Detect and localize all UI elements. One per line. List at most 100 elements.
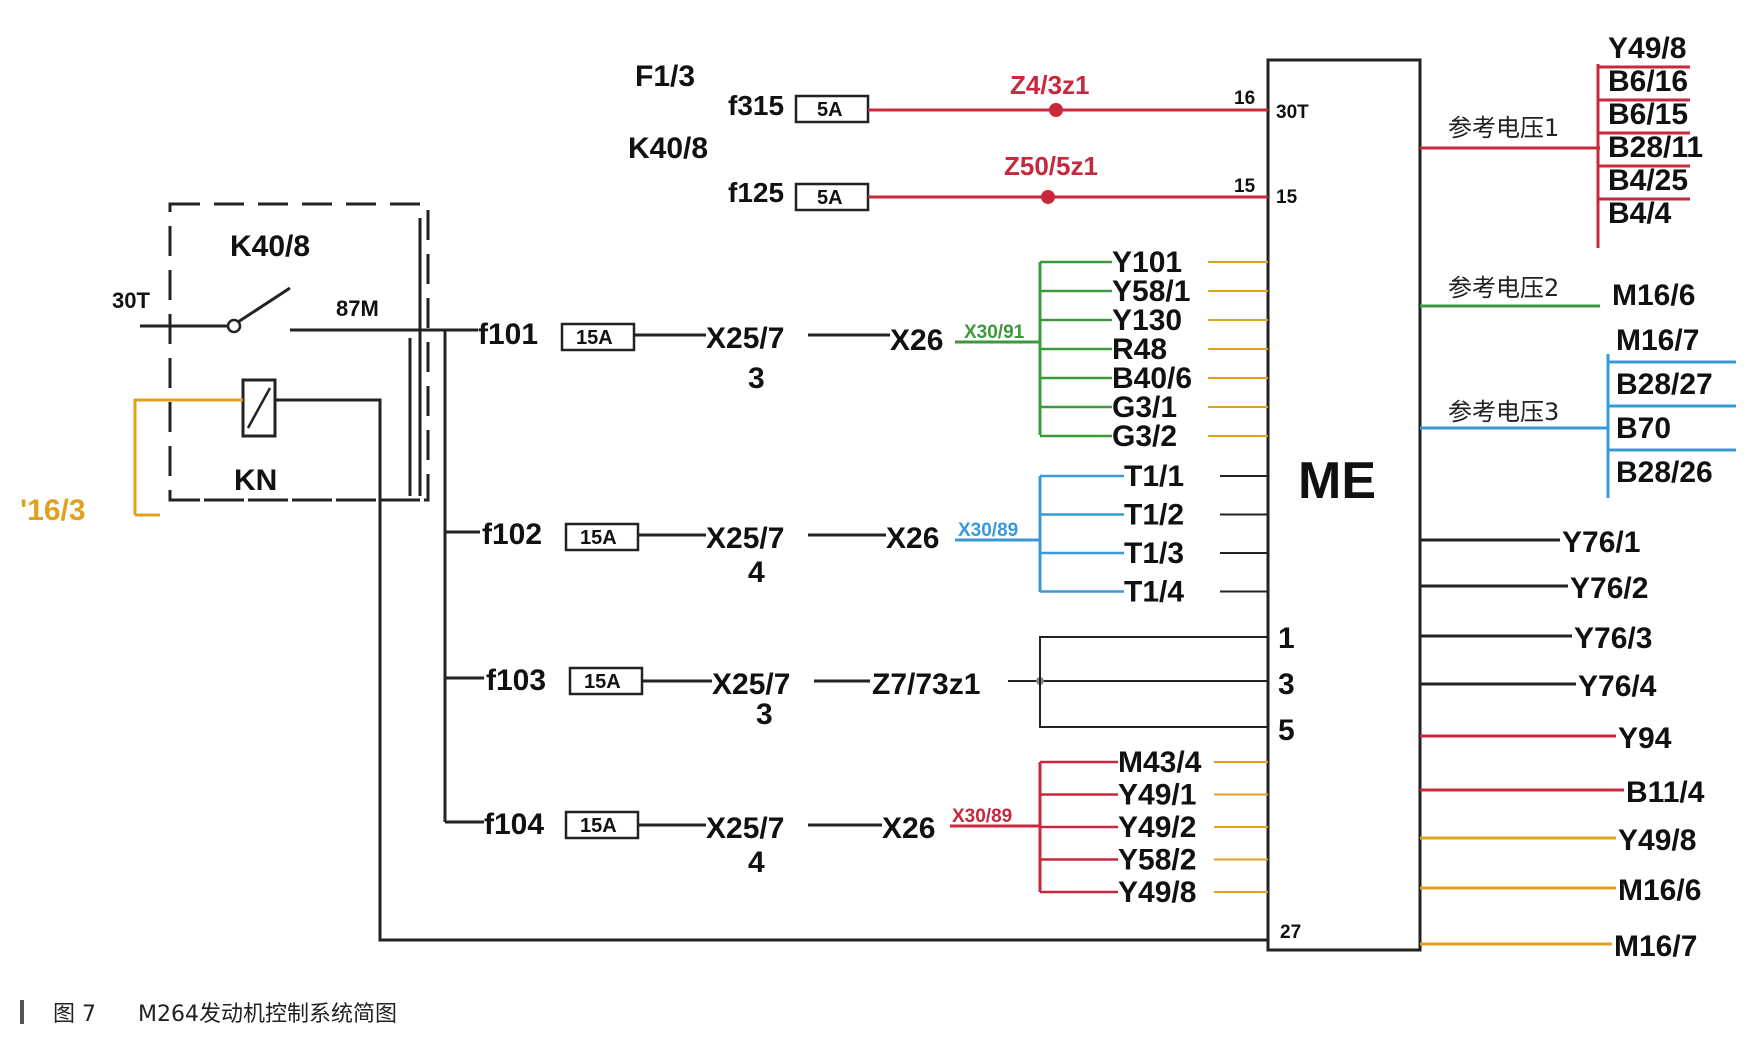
fuse-block-1-label: F1/3	[635, 60, 695, 93]
fuse-1-box	[794, 94, 870, 124]
relay-dashed-box	[168, 202, 430, 502]
fuse-1-rating: 5A	[817, 99, 843, 121]
node-z50-label: Z50/5z1	[1004, 151, 1098, 181]
branch3-conn2: Z7/73z1	[872, 668, 980, 701]
output-1: Y76/2	[1570, 572, 1648, 605]
branch1-rating: 15A	[576, 327, 613, 349]
ref-voltage-1-label: 参考电压1	[1448, 114, 1559, 142]
branch3-fuse-box	[568, 666, 644, 696]
right-outputs: Y76/1Y76/2Y76/3Y76/4Y94B11/4Y49/8M16/6M1…	[1420, 526, 1705, 963]
group2-load-2: T1/3	[1124, 537, 1184, 570]
relay-30T: 30T	[112, 288, 150, 313]
branch1-fuse-box	[560, 322, 636, 352]
ref1-item-1: B6/16	[1608, 65, 1688, 98]
fuse-2-rating: 5A	[817, 187, 843, 209]
fuse-2-label: f125	[728, 177, 784, 208]
group2-load-3: T1/4	[1124, 576, 1184, 609]
branch3-conn: X25/7	[712, 668, 790, 701]
ecu-pin-16-num: 16	[1234, 88, 1255, 109]
output-7: M16/6	[1618, 874, 1701, 907]
relay-coil-label: KN	[234, 464, 277, 497]
branch4-sub: X30/89	[952, 806, 1012, 827]
group2-load-0: T1/1	[1124, 460, 1184, 493]
fuse-block-2-label: K40/8	[628, 132, 708, 165]
relay-name: K40/8	[230, 230, 310, 263]
ecu-pin-3: 3	[1278, 668, 1295, 701]
branch3-pin: 3	[756, 698, 773, 731]
branch2-fuse: f102	[482, 518, 542, 551]
branch1-fuse: f101	[478, 318, 538, 351]
branch3-rating: 15A	[584, 671, 621, 693]
group1-load-4: B40/6	[1112, 362, 1192, 395]
ecu-pin-5: 5	[1278, 714, 1295, 747]
ecu-pin-1: 1	[1278, 622, 1295, 655]
group4-load-2: Y49/2	[1118, 811, 1196, 844]
group1-load-6: G3/2	[1112, 420, 1177, 453]
branch2-sub: X30/89	[958, 520, 1018, 541]
group4-load-1: Y49/1	[1118, 779, 1196, 812]
branch4-conn2: X26	[882, 812, 935, 845]
relay-87M: 87M	[336, 296, 379, 321]
branch1-conn: X25/7	[706, 322, 784, 355]
ref3-item-0: M16/7	[1616, 324, 1699, 357]
node-z50	[1041, 190, 1055, 204]
ecu-pin-30T: 30T	[1276, 102, 1309, 123]
branch4-pin: 4	[748, 846, 765, 879]
relay-source: '16/3	[20, 494, 86, 527]
branch2-rating: 15A	[580, 527, 617, 549]
branch4-fuse-box	[564, 810, 640, 840]
output-6: Y49/8	[1618, 824, 1696, 857]
ecu-pin-15-num: 15	[1234, 176, 1256, 197]
output-8: M16/7	[1614, 930, 1697, 963]
branch4-conn: X25/7	[706, 812, 784, 845]
branch1-pin: 3	[748, 362, 765, 395]
branch2-pin: 4	[748, 556, 765, 589]
ref1-item-2: B6/15	[1608, 98, 1688, 131]
ref1-item-0: Y49/8	[1608, 32, 1686, 65]
ref-voltage-2-label: 参考电压2	[1448, 274, 1559, 302]
ref3-item-2: B70	[1616, 412, 1671, 445]
caption-bar	[20, 1000, 24, 1024]
branch1-sub: X30/91	[964, 322, 1025, 343]
group1-load-1: Y58/1	[1112, 275, 1190, 308]
branch2-conn2: X26	[886, 522, 939, 555]
ref3-item-1: B28/27	[1616, 368, 1713, 401]
group1-load-3: R48	[1112, 333, 1167, 366]
caption-figure-no: 图 7	[53, 1002, 96, 1027]
branch2-fuse-box	[564, 522, 640, 552]
group1-load-0: Y101	[1112, 246, 1182, 279]
output-4: Y94	[1618, 722, 1672, 755]
branch3-fuse: f103	[486, 664, 546, 697]
node-z4	[1049, 103, 1063, 117]
ecu-box	[1266, 58, 1422, 952]
output-3: Y76/4	[1578, 670, 1657, 703]
output-5: B11/4	[1626, 776, 1705, 809]
ref3-item-3: B28/26	[1616, 456, 1713, 489]
group1-load-5: G3/1	[1112, 391, 1177, 424]
branch4-rating: 15A	[580, 815, 617, 837]
group2-loads: T1/1T1/2T1/3T1/4	[1040, 460, 1268, 609]
branch4-fuse: f104	[484, 808, 544, 841]
ref1-item-4: B4/25	[1608, 164, 1688, 197]
ecu-pin-27: 27	[1280, 922, 1301, 943]
group4-load-3: Y58/2	[1118, 844, 1196, 877]
group1-load-2: Y130	[1112, 304, 1182, 337]
output-0: Y76/1	[1562, 526, 1640, 559]
group4-load-0: M43/4	[1118, 746, 1202, 779]
group2-load-1: T1/2	[1124, 499, 1184, 532]
ref-voltage-2-item: M16/6	[1612, 279, 1695, 312]
ecu-name: ME	[1298, 452, 1376, 510]
output-2: Y76/3	[1574, 622, 1652, 655]
node-z4-label: Z4/3z1	[1010, 70, 1090, 100]
group4-load-4: Y49/8	[1118, 876, 1196, 909]
fuse-1-label: f315	[728, 90, 784, 121]
ref1-item-3: B28/11	[1608, 131, 1703, 164]
ref-voltage-3-label: 参考电压3	[1448, 398, 1559, 426]
ref1-item-5: B4/4	[1608, 197, 1672, 230]
ecu-pin-15: 15	[1276, 187, 1298, 208]
